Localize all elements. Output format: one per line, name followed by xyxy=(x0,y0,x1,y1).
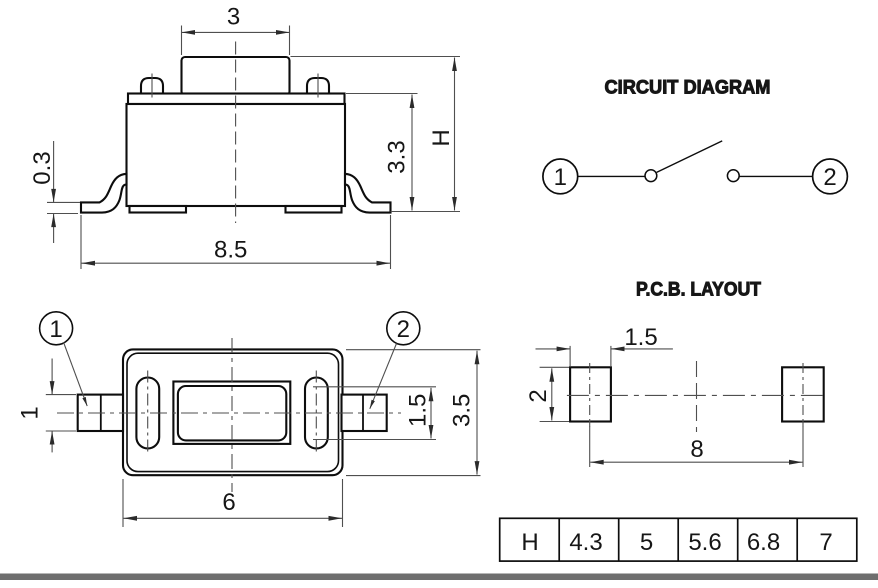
svg-text:H: H xyxy=(521,529,538,556)
svg-text:CIRCUIT DIAGRAM: CIRCUIT DIAGRAM xyxy=(605,78,771,99)
svg-text:8: 8 xyxy=(690,436,703,463)
svg-text:5.6: 5.6 xyxy=(688,529,721,556)
svg-text:H: H xyxy=(428,129,455,146)
svg-text:1: 1 xyxy=(17,406,44,419)
svg-text:3: 3 xyxy=(227,4,240,31)
svg-text:7: 7 xyxy=(819,529,832,556)
svg-text:6.8: 6.8 xyxy=(747,529,780,556)
svg-text:P.C.B. LAYOUT: P.C.B. LAYOUT xyxy=(636,280,761,301)
svg-text:5: 5 xyxy=(640,529,653,556)
svg-text:2: 2 xyxy=(525,389,552,402)
svg-text:1: 1 xyxy=(554,164,567,191)
svg-text:2: 2 xyxy=(397,316,410,343)
svg-text:3.3: 3.3 xyxy=(384,140,411,173)
svg-text:1.5: 1.5 xyxy=(405,394,432,427)
svg-text:0.3: 0.3 xyxy=(29,151,56,184)
svg-text:1: 1 xyxy=(49,316,62,343)
svg-text:6: 6 xyxy=(222,489,235,516)
svg-text:2: 2 xyxy=(823,164,836,191)
svg-text:4.3: 4.3 xyxy=(569,529,602,556)
svg-text:3.5: 3.5 xyxy=(449,394,476,427)
svg-text:1.5: 1.5 xyxy=(624,324,657,351)
svg-text:8.5: 8.5 xyxy=(214,237,247,264)
